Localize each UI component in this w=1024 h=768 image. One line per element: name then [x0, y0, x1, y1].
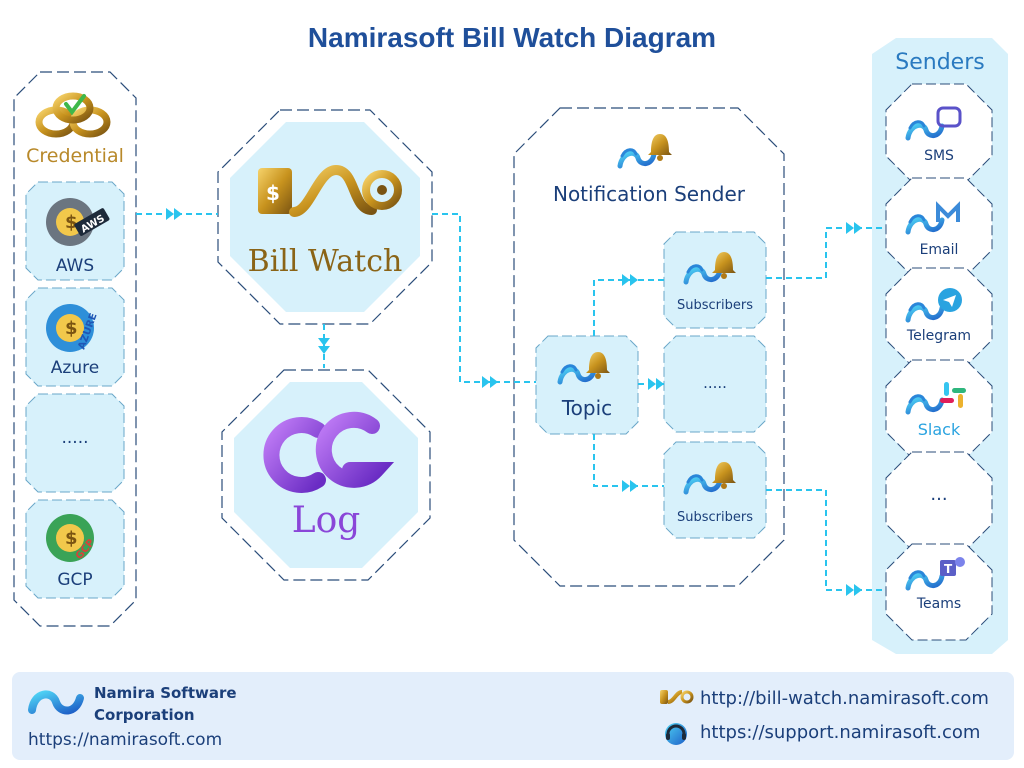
notification-sender-panel	[513, 107, 785, 587]
bill-watch-url-link[interactable]: http://bill-watch.namirasoft.com	[700, 688, 989, 709]
support-url-link[interactable]: https://support.namirasoft.com	[700, 722, 981, 743]
sender-label-teams: Teams	[916, 596, 962, 612]
log-node	[221, 369, 431, 581]
bill-watch-logo-icon: $	[258, 164, 402, 217]
email-icon	[908, 201, 960, 232]
sender-label-telegram: Telegram	[906, 328, 972, 344]
teams-icon: T	[908, 557, 965, 588]
cloud-label-gcp: GCP	[57, 570, 93, 590]
cloud-box-more	[25, 393, 125, 493]
subscribers-middle-label: .....	[703, 374, 727, 392]
company-name-line1: Namira Software	[94, 684, 237, 702]
svg-text:T: T	[944, 562, 953, 576]
slack-icon	[908, 382, 966, 412]
credential-panel: $ AWS $ AZURE $ GCP	[13, 71, 137, 627]
sender-label-email: Email	[919, 242, 959, 258]
company-url-link[interactable]: https://namirasoft.com	[28, 730, 223, 750]
cloud-label-azure: Azure	[50, 358, 100, 378]
sms-icon	[908, 106, 962, 138]
gcp-gear-icon: $ GCP	[46, 514, 97, 562]
telegram-icon	[908, 288, 962, 320]
subscribers-top-label: Subscribers	[677, 298, 753, 313]
svg-text:$: $	[65, 318, 78, 339]
namira-logo-icon	[28, 690, 84, 715]
senders-panel: T	[872, 38, 1008, 654]
svg-text:$: $	[266, 181, 280, 205]
subscribers-middle-node	[663, 335, 767, 433]
azure-gear-icon: $ AZURE	[46, 304, 100, 352]
topic-node	[535, 335, 639, 435]
footer: Namira Software Corporation https://nami…	[12, 672, 1014, 760]
bill-watch-small-icon	[660, 690, 694, 704]
cloud-label-aws: AWS	[55, 256, 95, 276]
aws-gear-icon: $ AWS	[46, 198, 110, 246]
flow-arrows	[166, 208, 862, 596]
log-logo-icon	[263, 411, 395, 493]
topic-to-subscribers-top-line	[593, 279, 664, 336]
svg-text:$: $	[65, 212, 78, 233]
support-headset-icon	[665, 723, 687, 745]
cloud-label-more: .....	[61, 428, 89, 448]
bill-watch-label: Bill Watch	[247, 244, 403, 279]
topic-to-subscribers-bottom-line	[593, 434, 664, 487]
sender-box-teams	[885, 543, 993, 641]
credential-label: Credential	[26, 145, 124, 167]
company-name-line2: Corporation	[94, 706, 195, 724]
credential-rings-icon	[35, 92, 111, 138]
svg-text:$: $	[65, 528, 78, 549]
page-title: Namirasoft Bill Watch Diagram	[307, 22, 717, 53]
sender-label-slack: Slack	[917, 420, 961, 439]
topic-label: Topic	[561, 396, 613, 420]
bill-watch-node: $	[217, 109, 433, 325]
sender-label-sms: SMS	[924, 148, 954, 164]
log-label: Log	[291, 500, 361, 541]
senders-title: Senders	[895, 50, 985, 75]
notification-sender-label: Notification Sender	[552, 182, 745, 206]
sender-label-more: ...	[930, 484, 948, 505]
subscribers-bottom-label: Subscribers	[677, 510, 753, 525]
